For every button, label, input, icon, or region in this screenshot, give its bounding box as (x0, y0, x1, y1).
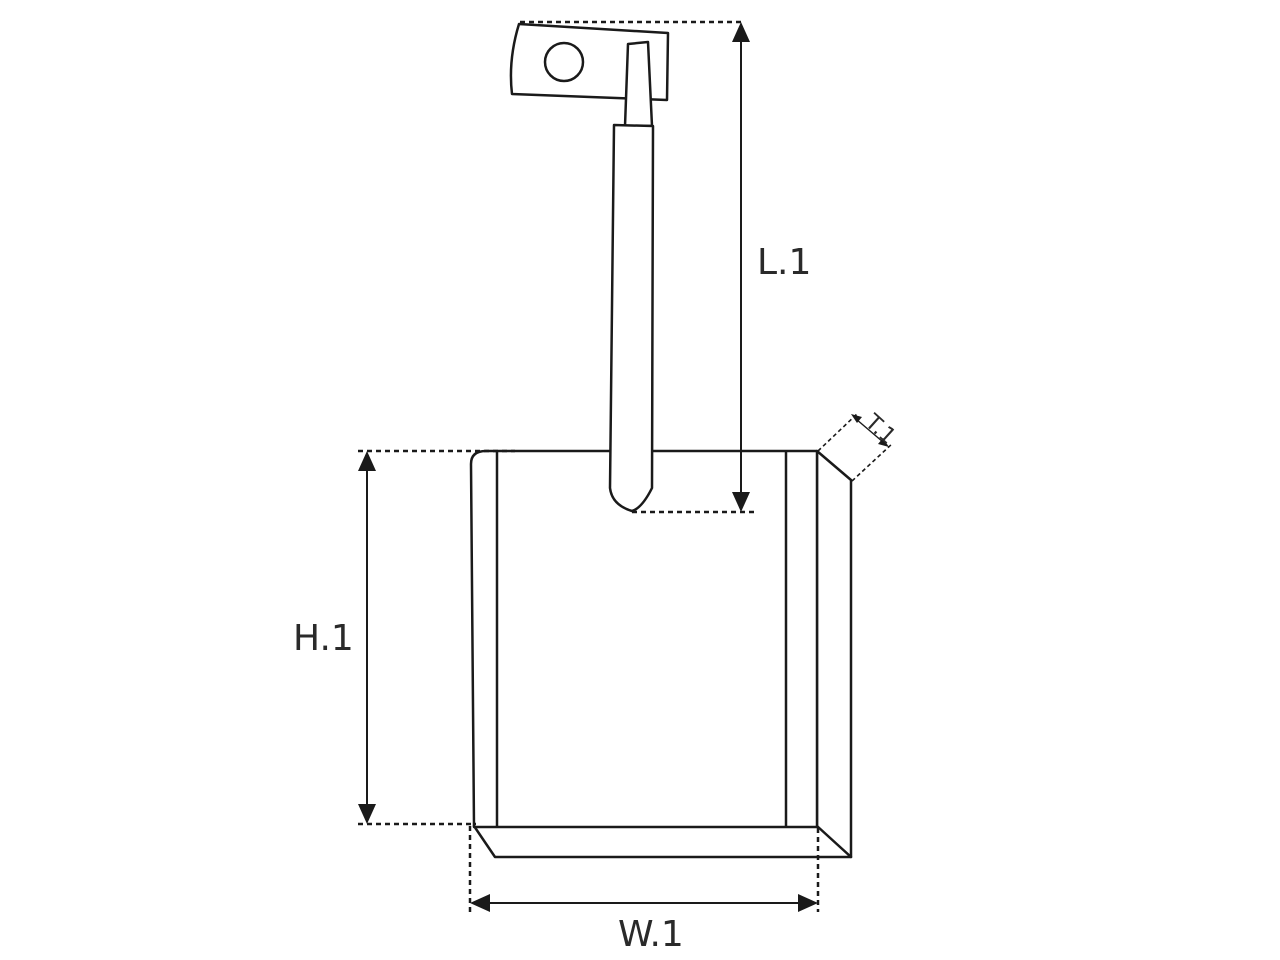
thickness-extension-front (851, 442, 894, 482)
terminal-hole (543, 41, 585, 83)
brush-bottom-face (472, 824, 853, 859)
height-label: H.1 (293, 618, 354, 659)
length-arrow-top (732, 22, 750, 42)
brush-side-face (815, 449, 853, 859)
width-label: W.1 (618, 914, 684, 955)
length-label: L.1 (757, 242, 811, 283)
width-arrow-left (470, 894, 490, 912)
thickness-arrow-back (851, 414, 862, 423)
brush-body (469, 449, 853, 859)
wire-core (623, 40, 654, 128)
thickness-label: T.1 (859, 409, 900, 450)
dimension-height: H.1 (293, 449, 515, 826)
shunt-wire (509, 22, 670, 513)
height-arrow-bottom (358, 804, 376, 824)
width-arrow-right (798, 894, 818, 912)
brush-front-face (469, 449, 819, 829)
thickness-arrow-front (878, 438, 889, 447)
insulated-cable (608, 123, 655, 513)
thickness-extension-back (817, 412, 859, 452)
height-arrow-top (358, 451, 376, 471)
dimension-width: W.1 (468, 826, 820, 955)
length-arrow-bottom (732, 492, 750, 512)
dimension-length: L.1 (520, 20, 811, 514)
thickness-dimension-line (855, 418, 884, 443)
